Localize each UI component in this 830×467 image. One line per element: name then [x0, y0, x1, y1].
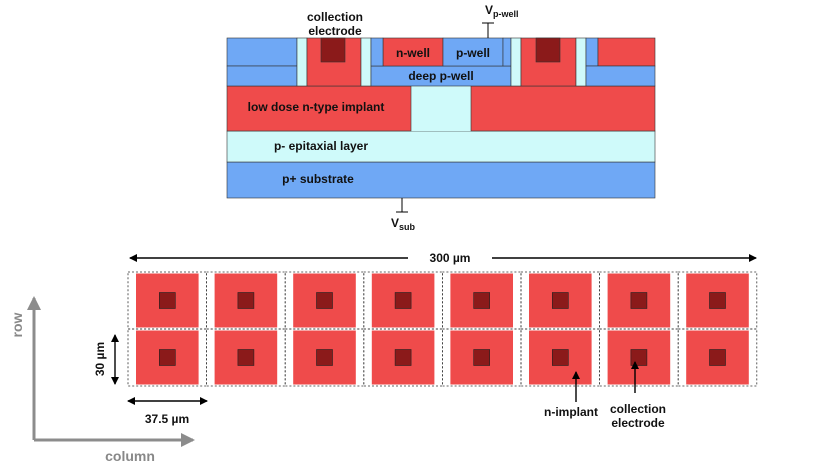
svg-text:Vsub: Vsub — [391, 216, 416, 232]
collection-electrode-left — [320, 37, 346, 63]
n-implant-right — [470, 85, 656, 132]
p-epitaxial-layer — [226, 130, 656, 163]
pixel-collection-electrode — [394, 349, 412, 366]
collection-electrode-label-line1: collection — [307, 10, 363, 24]
pixel-collection-electrode — [394, 292, 412, 309]
width-label: 300 µm — [430, 251, 471, 265]
pwell-label: p-well — [456, 46, 490, 60]
pixel-width-dimension: 37.5 µm — [127, 397, 208, 426]
collection-electrode-label-line2: electrode — [308, 24, 362, 38]
pixel-collection-electrode — [709, 349, 726, 366]
right-pwell-top-narrow — [585, 37, 599, 67]
pixel-collection-electrode — [159, 292, 176, 309]
left-pwell-bottom — [226, 65, 298, 87]
pixel-collection-electrode — [316, 292, 333, 309]
pixel-matrix — [127, 271, 758, 387]
collection-electrode-pointer-line2: electrode — [611, 416, 665, 430]
pixel-collection-electrode — [551, 292, 569, 309]
cross-section: collection electrode n-well p-well deep … — [226, 3, 656, 232]
pixel-collection-electrode — [237, 292, 255, 309]
n-implant-pointer-label: n-implant — [544, 405, 598, 419]
svg-text:Vp-well: Vp-well — [485, 3, 519, 19]
pixel-collection-electrode — [709, 292, 726, 309]
pixel-collection-electrode — [316, 349, 333, 366]
right-spacer — [575, 37, 587, 87]
epi-label: p- epitaxial layer — [274, 139, 368, 153]
pixel-height-dimension: 30 µm — [93, 334, 119, 385]
left-pwell-top — [226, 37, 298, 67]
vsub-main: V — [391, 216, 399, 230]
vpwell-main: V — [485, 3, 493, 17]
pixel-collection-electrode — [473, 349, 491, 366]
middle-spacer-right — [502, 37, 512, 67]
substrate-label: p+ substrate — [282, 172, 354, 186]
pixel-height-label: 30 µm — [93, 342, 107, 376]
pixel-collection-electrode — [551, 349, 569, 366]
collection-electrode-pointer: collection electrode — [610, 361, 666, 430]
left-gap-spacer — [360, 37, 372, 87]
pixel-collection-electrode — [473, 292, 491, 309]
vsub-terminal: Vsub — [391, 198, 416, 232]
pixel-collection-electrode — [630, 349, 648, 366]
n-implant-pointer: n-implant — [544, 371, 598, 419]
deep-pwell-label: deep p-well — [408, 69, 473, 83]
pixel-collection-electrode — [630, 292, 648, 309]
nwell-box — [382, 37, 444, 67]
vpwell-terminal: Vp-well — [482, 3, 519, 38]
axes: row column — [9, 296, 195, 464]
pixel-collection-electrode — [237, 349, 255, 366]
pixel-width-label: 37.5 µm — [145, 412, 189, 426]
right-nwell-top — [597, 37, 656, 67]
right-gap-spacer — [510, 37, 522, 87]
n-implant-left — [226, 85, 412, 132]
row-axis-label: row — [9, 312, 25, 337]
left-spacer — [296, 37, 308, 87]
middle-spacer-left — [370, 37, 384, 67]
width-dimension: 300 µm — [129, 251, 757, 265]
column-axis-label: column — [105, 448, 155, 464]
pwell-box — [442, 37, 504, 67]
vsub-sub: sub — [399, 222, 416, 232]
right-pwell-bottom — [585, 65, 656, 87]
n-implant-label: low dose n-type implant — [248, 100, 385, 114]
nwell-label: n-well — [396, 46, 430, 60]
pixel-collection-electrode — [159, 349, 176, 366]
vpwell-sub: p-well — [493, 9, 519, 19]
collection-electrode-pointer-line1: collection — [610, 402, 666, 416]
p-plus-substrate — [226, 161, 656, 199]
collection-electrode-right — [535, 37, 561, 63]
